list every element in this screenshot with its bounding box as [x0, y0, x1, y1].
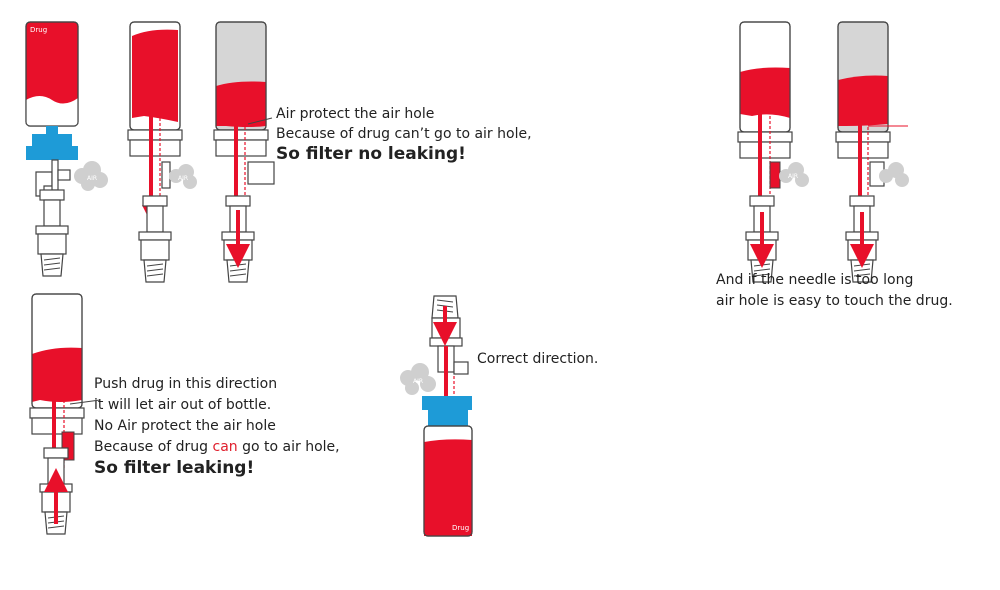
top-middle-line2: Because of drug can’t go to air hole,	[276, 126, 532, 142]
bottom-left-line4: Because of drug can go to air hole,	[94, 437, 340, 457]
air-cloud-icon: AIR	[169, 164, 197, 189]
svg-text:AIR: AIR	[178, 175, 188, 182]
vial-6-push-drug	[29, 293, 101, 535]
air-cloud-icon: AIR	[400, 363, 436, 395]
svg-text:AIR: AIR	[788, 173, 798, 180]
bottom-center-line1: Correct direction.	[477, 351, 599, 367]
drug-label: Drug	[452, 524, 469, 532]
vial-3-air-protect	[213, 21, 275, 283]
bottom-left-line4-pre: Because of drug	[94, 439, 213, 455]
vial-1-blue-cap: Drug	[25, 21, 79, 277]
air-cloud-icon: AIR	[74, 161, 108, 191]
bottom-left-line2: it will let air out of bottle.	[94, 397, 272, 413]
air-cloud-icon: AIR	[779, 162, 809, 187]
bottom-left-line4-post: go to air hole,	[237, 439, 340, 455]
bottom-left-line4-red: can	[212, 439, 238, 455]
drug-label: Drug	[30, 26, 47, 34]
svg-text:AIR: AIR	[87, 175, 97, 182]
vial-4-long-needle	[737, 21, 793, 283]
vial-5-long-needle	[835, 21, 908, 283]
bottom-left-line5: So filter leaking!	[94, 458, 255, 478]
bottom-left-line3: No Air protect the air hole	[94, 418, 276, 434]
vial-7-correct-direction: Drug	[422, 295, 473, 537]
air-cloud-icon	[879, 162, 909, 187]
svg-text:AIR: AIR	[413, 378, 423, 385]
vial-2-piercing	[127, 21, 183, 283]
top-right-line1: And if the needle is too long	[716, 272, 914, 288]
top-middle-line3: So filter no leaking!	[276, 144, 466, 164]
bottom-left-line1: Push drug in this direction	[94, 376, 278, 392]
top-middle-line1: Air protect the air hole	[276, 106, 435, 122]
top-right-line2: air hole is easy to touch the drug.	[716, 293, 953, 309]
